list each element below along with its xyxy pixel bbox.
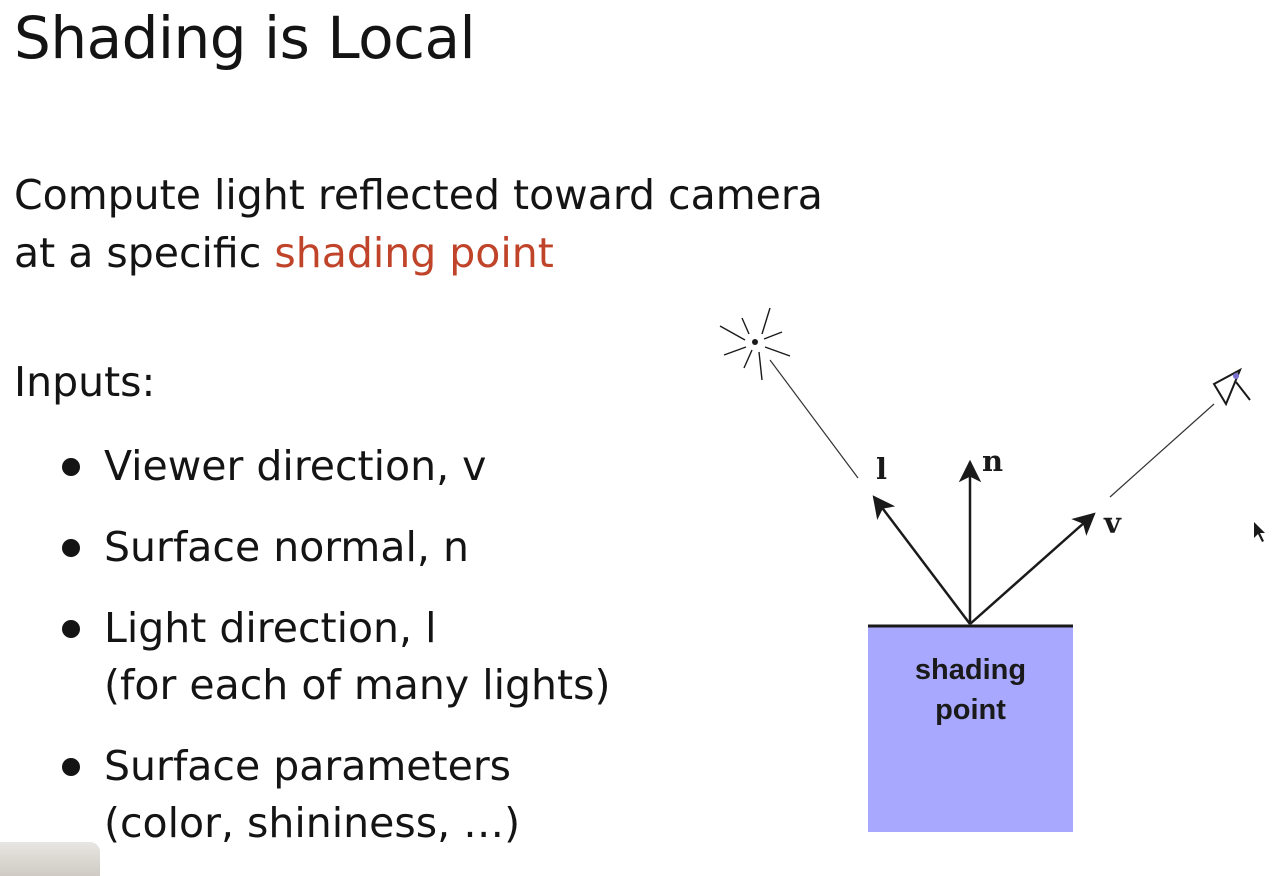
light-source-icon [719, 307, 791, 381]
light-direction-vector [872, 495, 971, 625]
bullet-text: Viewer direction, v [104, 442, 487, 490]
list-item-surface-parameters: Surface parameters (color, shininess, …) [58, 738, 610, 852]
bullet-text: Surface parameters [104, 742, 512, 790]
bullet-text: Surface normal, n [104, 523, 469, 571]
inputs-list: Viewer direction, v Surface normal, n Li… [58, 438, 610, 876]
bullet-text: Light direction, l [104, 604, 437, 652]
viewer-direction-vector [969, 512, 1096, 625]
shading-point-highlight: shading point [274, 229, 554, 277]
intro-line1: Compute light reflected toward camera [14, 171, 823, 219]
bullet-subtext: (color, shininess, …) [104, 799, 521, 847]
shading-diagram [719, 307, 1265, 832]
normal-vector-label: n [982, 444, 1004, 478]
list-item-light-direction: Light direction, l (for each of many lig… [58, 600, 610, 714]
list-item-viewer-direction: Viewer direction, v [58, 438, 610, 495]
light-vector-label: l [876, 452, 888, 486]
shading-point-box [868, 626, 1073, 832]
box-label-line2: point [935, 694, 1006, 726]
box-label-line1: shading [914, 654, 1027, 686]
slide-title: Shading is Local [14, 4, 476, 72]
camera-ray-line [1109, 403, 1215, 498]
viewer-vector-label: v [1104, 506, 1121, 540]
mouse-cursor-icon [1254, 522, 1265, 542]
intro-text: Compute light reflected toward camera at… [14, 166, 823, 282]
camera-icon [1212, 367, 1251, 407]
inputs-label: Inputs: [14, 358, 156, 406]
shading-point-label: shading point [868, 650, 1073, 730]
light-ray-line [769, 359, 859, 479]
list-item-surface-normal: Surface normal, n [58, 519, 610, 576]
bullet-subtext: (for each of many lights) [104, 661, 611, 709]
speaker-video-thumbnail [0, 842, 100, 876]
intro-line2-prefix: at a specific [14, 229, 275, 277]
